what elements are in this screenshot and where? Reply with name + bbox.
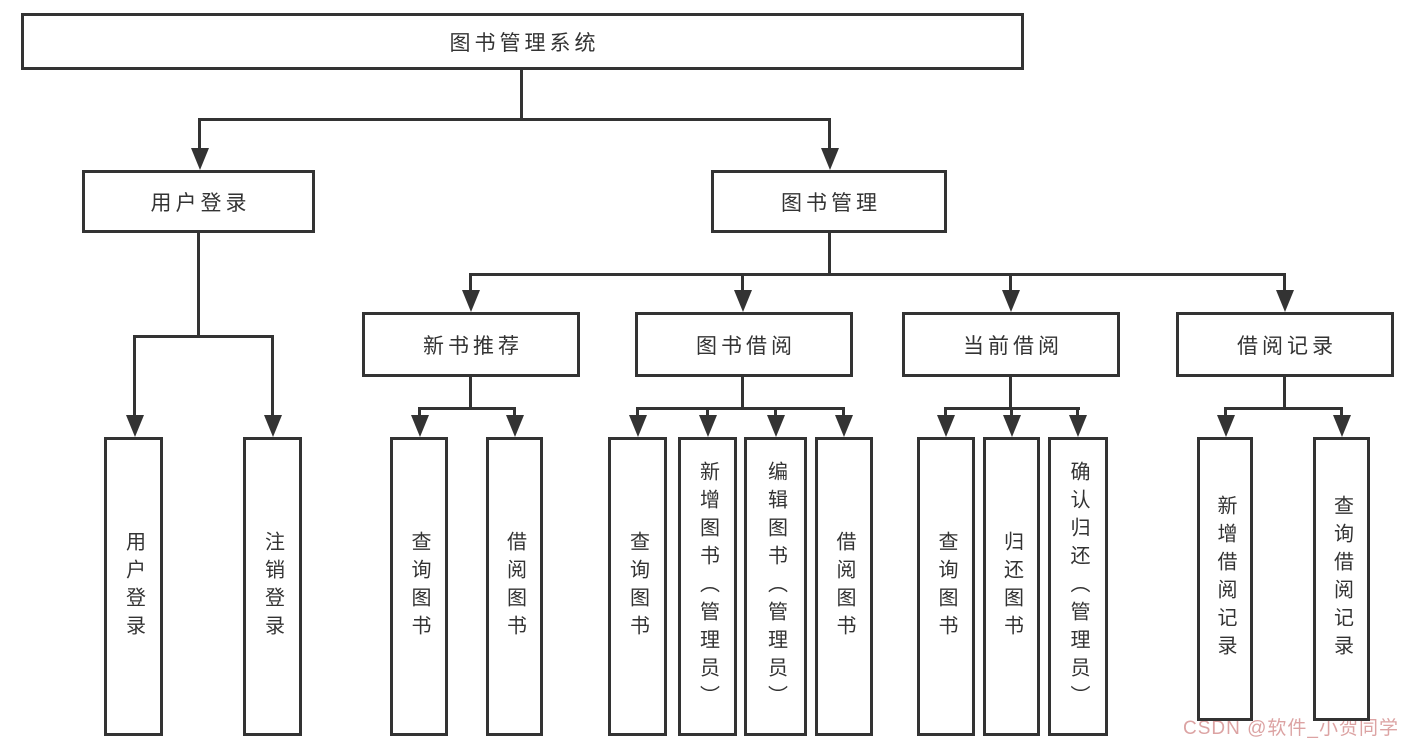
connector-book-mgmt-trunk <box>828 233 831 273</box>
connector-root-branch <box>198 118 831 121</box>
arrow-down-icon <box>1217 415 1235 437</box>
leaf-borrow-book-1: 借阅图书 <box>486 437 543 736</box>
csdn-watermark: CSDN @软件_小贺同学 <box>1183 718 1399 739</box>
connector-drop <box>198 118 201 148</box>
connector-records-branch <box>1224 407 1342 410</box>
node-new-book-recommend: 新书推荐 <box>362 312 580 377</box>
connector-newbook-trunk <box>469 377 472 407</box>
leaf-label: 借阅图书 <box>503 530 526 643</box>
connector-drop <box>706 407 709 415</box>
connector-borrow-trunk <box>741 377 744 407</box>
node-book-management: 图书管理 <box>711 170 947 233</box>
connector-drop <box>944 407 947 415</box>
connector-borrow-branch <box>636 407 845 410</box>
connector-records-trunk <box>1283 377 1286 407</box>
arrow-down-icon <box>126 415 144 437</box>
connector-newbook-branch <box>418 407 516 410</box>
connector-drop <box>513 407 516 415</box>
node-user-login: 用户登录 <box>82 170 315 233</box>
connector-drop <box>133 335 136 415</box>
leaf-user-login: 用户登录 <box>104 437 163 736</box>
connector-drop <box>636 407 639 415</box>
arrow-down-icon <box>835 415 853 437</box>
leaf-query-borrow-record: 查询借阅记录 <box>1313 437 1370 721</box>
connector-user-login-branch <box>133 335 274 338</box>
connector-current-trunk <box>1009 377 1012 407</box>
leaf-label: 新增图书（管理员） <box>696 460 719 713</box>
connector-drop <box>1076 407 1079 415</box>
leaf-label: 新增借阅记录 <box>1214 495 1236 663</box>
arrow-down-icon <box>191 148 209 170</box>
leaf-label: 查询图书 <box>408 530 430 643</box>
leaf-label: 确认归还（管理员） <box>1067 460 1089 713</box>
leaf-add-book-admin: 新增图书（管理员） <box>678 437 737 736</box>
leaf-label: 查询图书 <box>626 530 649 643</box>
leaf-query-book-2: 查询图书 <box>608 437 667 736</box>
leaf-label: 用户登录 <box>122 530 145 643</box>
leaf-label: 查询借阅记录 <box>1330 495 1353 663</box>
leaf-label: 借阅图书 <box>833 530 855 643</box>
arrow-down-icon <box>1276 290 1294 312</box>
leaf-query-book-1: 查询图书 <box>390 437 448 736</box>
leaf-edit-book-admin: 编辑图书（管理员） <box>744 437 807 736</box>
arrow-down-icon <box>462 290 480 312</box>
leaf-label: 归还图书 <box>1000 530 1023 643</box>
arrow-down-icon <box>937 415 955 437</box>
connector-drop <box>828 118 831 148</box>
leaf-label: 查询图书 <box>935 530 957 643</box>
leaf-label: 注销登录 <box>261 530 284 643</box>
arrow-down-icon <box>1002 290 1020 312</box>
leaf-add-borrow-record: 新增借阅记录 <box>1197 437 1253 721</box>
leaf-logout: 注销登录 <box>243 437 302 736</box>
connector-drop <box>1283 273 1286 290</box>
connector-drop <box>469 273 472 290</box>
arrow-down-icon <box>506 415 524 437</box>
connector-drop <box>842 407 845 415</box>
leaf-query-book-3: 查询图书 <box>917 437 975 736</box>
arrow-down-icon <box>411 415 429 437</box>
connector-book-mgmt-branch <box>469 273 1286 276</box>
arrow-down-icon <box>264 415 282 437</box>
connector-drop <box>1224 407 1227 415</box>
arrow-down-icon <box>1003 415 1021 437</box>
connector-drop <box>774 407 777 415</box>
connector-drop <box>271 335 274 415</box>
node-root: 图书管理系统 <box>21 13 1024 70</box>
arrow-down-icon <box>629 415 647 437</box>
connector-drop <box>1009 273 1012 290</box>
connector-drop <box>741 273 744 290</box>
connector-root-trunk <box>520 70 523 118</box>
leaf-return-book: 归还图书 <box>983 437 1040 736</box>
node-book-borrow: 图书借阅 <box>635 312 853 377</box>
leaf-confirm-return-admin: 确认归还（管理员） <box>1048 437 1108 736</box>
node-borrow-records: 借阅记录 <box>1176 312 1394 377</box>
arrow-down-icon <box>699 415 717 437</box>
connector-drop <box>1010 407 1013 415</box>
connector-drop <box>1340 407 1343 415</box>
arrow-down-icon <box>767 415 785 437</box>
connector-user-login-trunk <box>197 233 200 335</box>
arrow-down-icon <box>1069 415 1087 437</box>
arrow-down-icon <box>734 290 752 312</box>
arrow-down-icon <box>1333 415 1351 437</box>
leaf-label: 编辑图书（管理员） <box>764 460 787 713</box>
leaf-borrow-book-2: 借阅图书 <box>815 437 873 736</box>
arrow-down-icon <box>821 148 839 170</box>
connector-drop <box>418 407 421 415</box>
node-current-borrow: 当前借阅 <box>902 312 1120 377</box>
